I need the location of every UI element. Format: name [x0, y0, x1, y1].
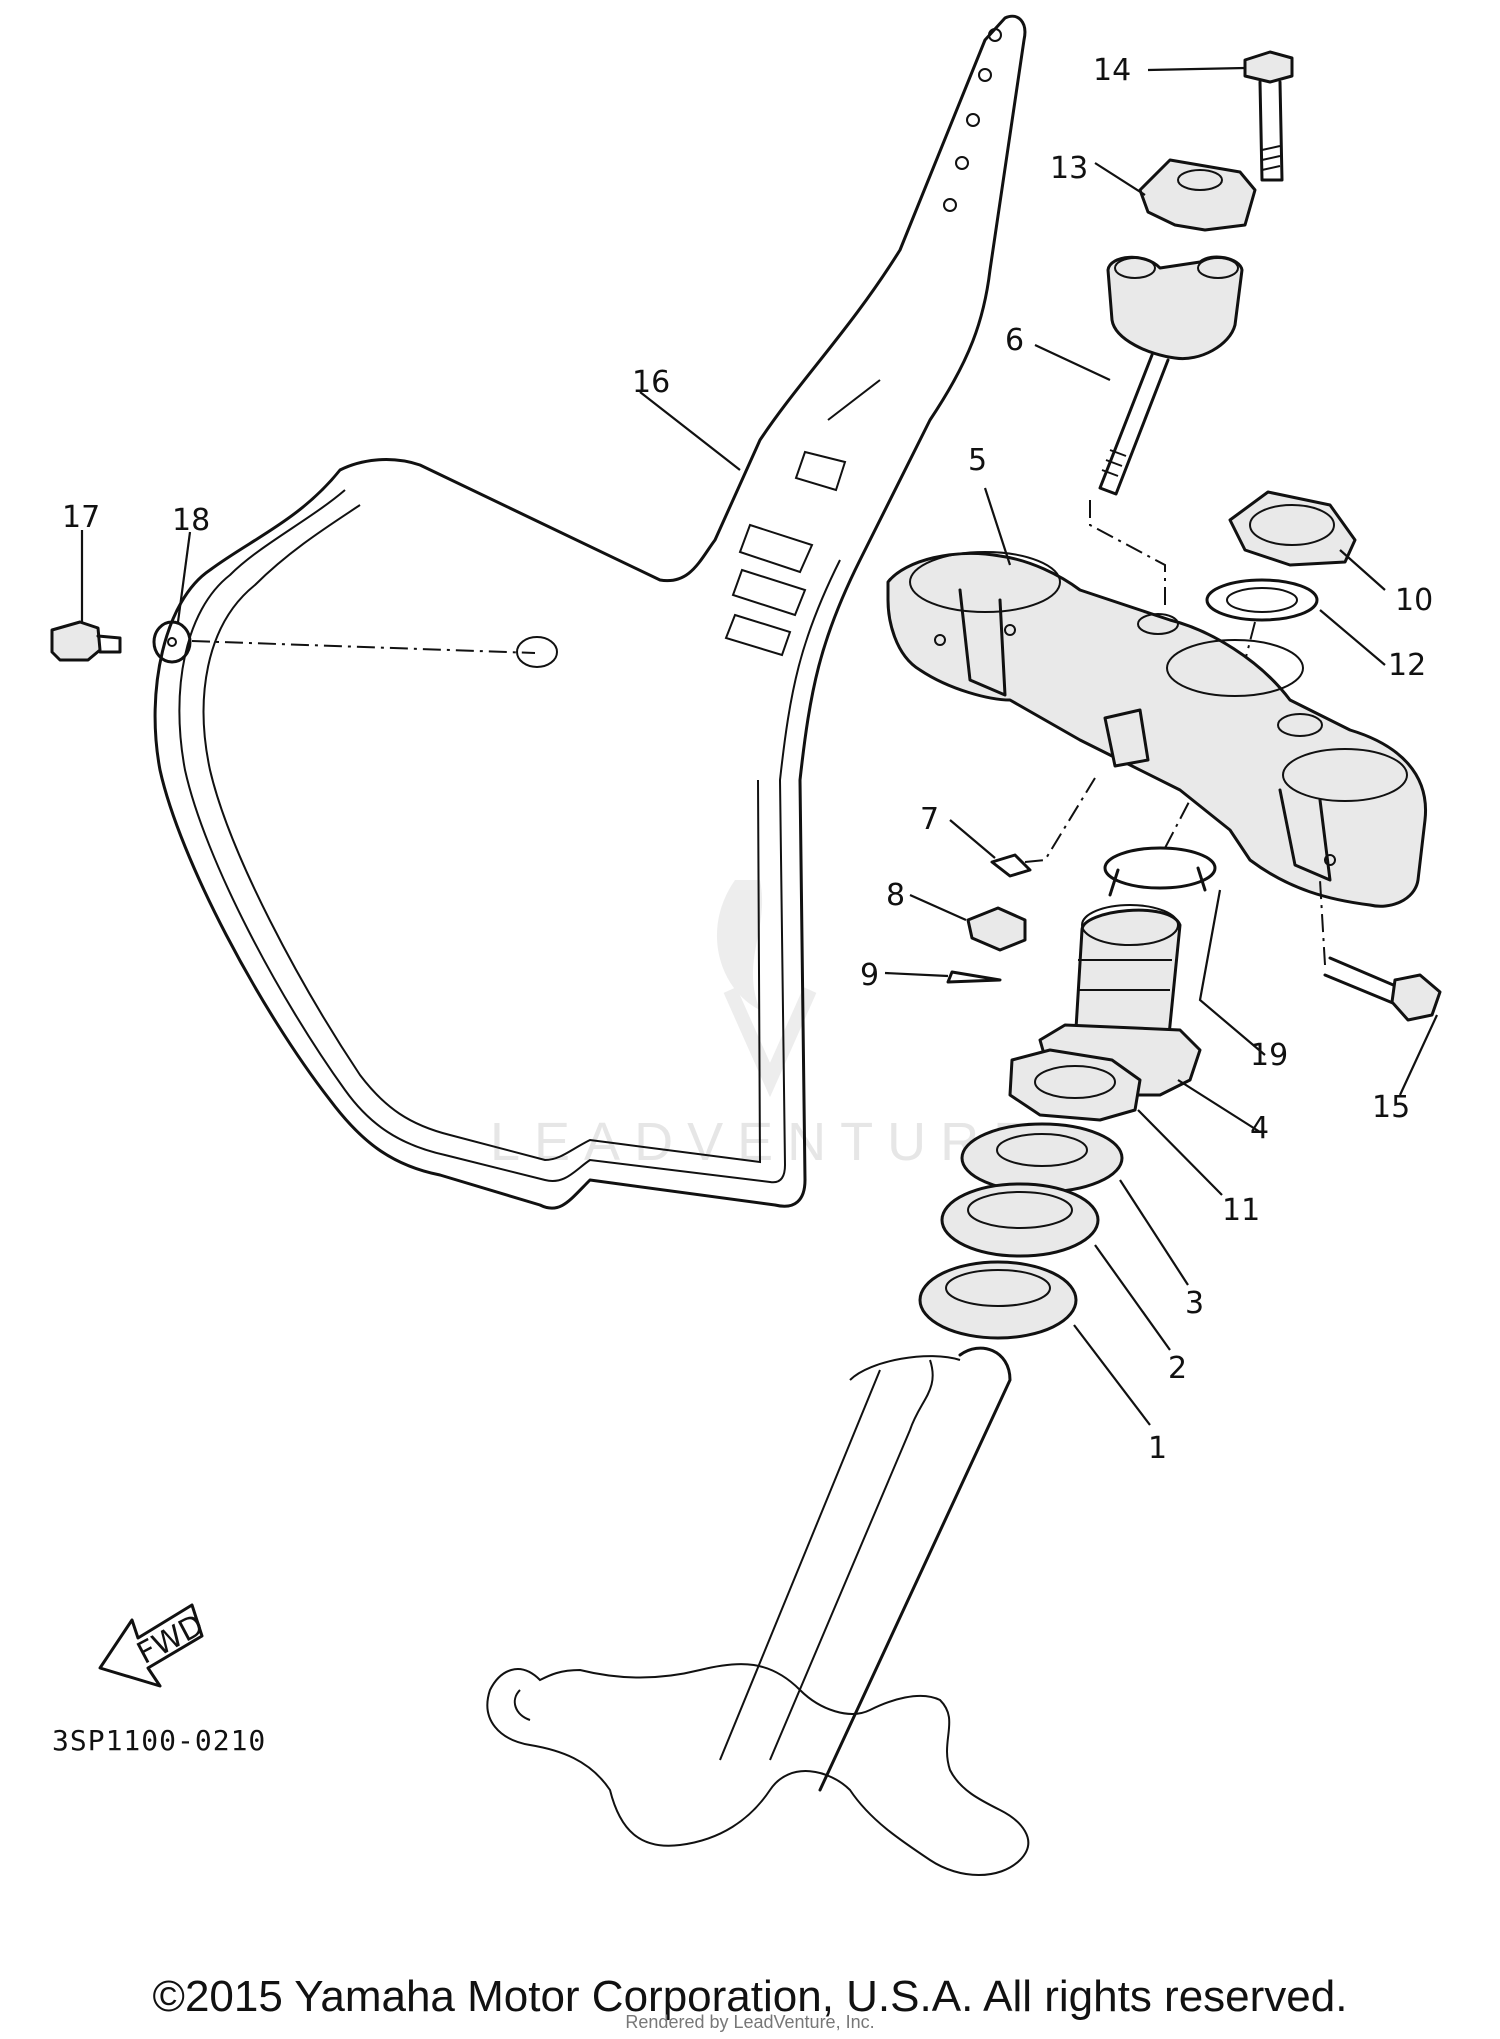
callout-15: 15: [1372, 1090, 1410, 1125]
callout-17: 17: [62, 500, 100, 535]
callout-4: 4: [1250, 1111, 1269, 1146]
part-7: [990, 708, 1150, 878]
callout-leaders: [80, 66, 1438, 1426]
lock-washer-19: [1103, 846, 1217, 897]
bolt-15: [1323, 956, 1442, 1022]
bearing-1: [918, 1260, 1078, 1340]
bolt-14: [1243, 50, 1294, 182]
callout-numbers: 1 2 3 4 5 6 7 8 9 10 11 12 13 14 15 16 1…: [62, 53, 1433, 1466]
callout-11: 11: [1222, 1193, 1260, 1228]
callout-19: 19: [1250, 1038, 1288, 1073]
callout-6: 6: [1005, 323, 1024, 358]
callout-12: 12: [1388, 648, 1426, 683]
handlebar-holder-6: [1098, 255, 1244, 496]
copyright-notice: ©2015 Yamaha Motor Corporation, U.S.A. A…: [152, 1972, 1348, 2021]
callout-3: 3: [1185, 1286, 1204, 1321]
cotter-pin-9: [946, 970, 1002, 984]
upper-bracket-5: [886, 551, 1428, 908]
leader-7: [1024, 777, 1096, 863]
washer-18: [152, 620, 192, 664]
ring-nut-11: [1008, 1048, 1142, 1122]
number-plate: [153, 14, 1027, 1210]
callout-7: 7: [920, 802, 939, 837]
dust-seal-3: [960, 1122, 1124, 1194]
callout-5: 5: [968, 443, 987, 478]
callout-16: 16: [632, 365, 670, 400]
callout-8: 8: [886, 878, 905, 913]
callout-13: 13: [1050, 151, 1088, 186]
fwd-arrow-icon: FWD: [98, 1603, 210, 1688]
rendered-by-notice: Rendered by LeadVenture, Inc.: [625, 2012, 875, 2032]
leader-18-to-plate: [191, 640, 536, 654]
watermark-text: LEADVENTURE: [490, 1112, 1043, 1172]
lower-bracket: [486, 1346, 1030, 1876]
callout-2: 2: [1168, 1351, 1187, 1386]
leader-15: [1319, 879, 1326, 966]
callout-14: 14: [1093, 53, 1131, 88]
callout-9: 9: [860, 958, 879, 993]
bolt-17: [50, 620, 122, 662]
washer-12: [1205, 578, 1319, 622]
callout-18: 18: [172, 503, 210, 538]
handlebar-holder-cap-13: [1138, 158, 1257, 232]
leader-19: [1164, 799, 1191, 849]
leader-6-to-clamp: [1089, 500, 1166, 610]
watermark: LEADVENTURE: [490, 880, 1043, 1172]
nut-8: [966, 906, 1027, 952]
bearing-2: [940, 1182, 1100, 1258]
drawing-code: 3SP1100-0210: [52, 1724, 267, 1757]
callout-10: 10: [1395, 583, 1433, 618]
nut-10: [1228, 490, 1357, 567]
callout-1: 1: [1148, 1431, 1167, 1466]
